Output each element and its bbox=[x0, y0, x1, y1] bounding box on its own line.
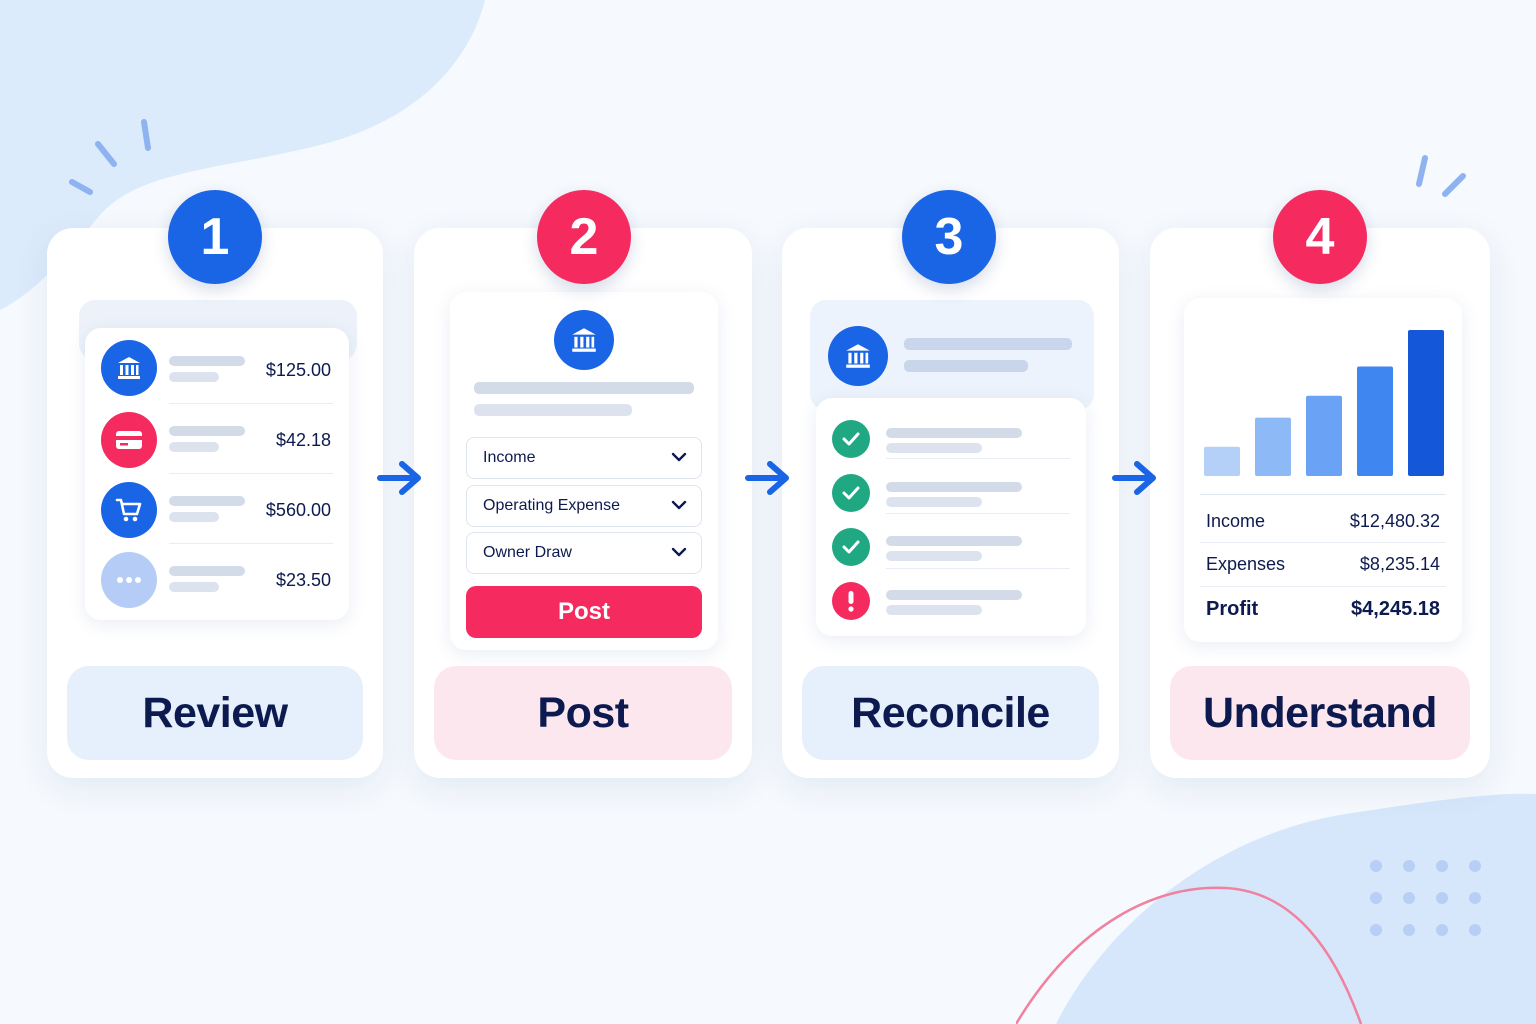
transaction-amount: $560.00 bbox=[265, 500, 331, 520]
chevron-down-icon bbox=[671, 452, 687, 462]
step-label-reconcile: Reconcile bbox=[802, 666, 1099, 760]
bar-chart bbox=[1204, 330, 1444, 476]
step-4-badge: 4 bbox=[1273, 190, 1367, 284]
categorize-form: Income Operating Expense Owner Draw Post bbox=[450, 292, 718, 650]
list-item[interactable] bbox=[816, 464, 1086, 518]
list-item[interactable] bbox=[816, 408, 1086, 462]
bank-icon bbox=[828, 326, 888, 386]
list-item[interactable]: $125.00 bbox=[85, 328, 349, 398]
background-blob-top-left bbox=[0, 0, 485, 310]
bank-account-header bbox=[810, 300, 1094, 410]
step-card-reconcile: Reconcile bbox=[782, 228, 1119, 778]
step-2-badge: 2 bbox=[537, 190, 631, 284]
reconcile-checklist bbox=[816, 398, 1086, 636]
list-item[interactable]: $42.18 bbox=[85, 400, 349, 470]
category-select-operating-expense[interactable]: Operating Expense bbox=[466, 485, 702, 527]
bank-icon bbox=[101, 340, 157, 396]
chart-bar-1 bbox=[1204, 446, 1240, 476]
list-item[interactable] bbox=[816, 518, 1086, 572]
check-icon bbox=[832, 420, 870, 458]
summary-row-income: Income$12,480.32 bbox=[1206, 511, 1440, 531]
chevron-down-icon bbox=[671, 500, 687, 510]
step-label-post: Post bbox=[434, 666, 732, 760]
arrow-right-icon bbox=[745, 461, 789, 495]
transaction-list: $125.00 $42.18 $560.00 bbox=[85, 328, 349, 620]
dot-grid-decoration bbox=[1370, 860, 1490, 940]
summary-row-expenses: Expenses$8,235.14 bbox=[1206, 554, 1440, 574]
transaction-amount: $42.18 bbox=[275, 430, 331, 450]
category-select-owner-draw[interactable]: Owner Draw bbox=[466, 532, 702, 574]
arrow-right-icon bbox=[377, 461, 421, 495]
financial-summary: Income$12,480.32 Expenses$8,235.14 Profi… bbox=[1184, 298, 1462, 642]
step-card-understand: Income$12,480.32 Expenses$8,235.14 Profi… bbox=[1150, 228, 1490, 778]
chart-bar-5 bbox=[1408, 330, 1444, 476]
check-icon bbox=[832, 528, 870, 566]
alert-icon bbox=[832, 582, 870, 620]
more-icon bbox=[101, 552, 157, 608]
chevron-down-icon bbox=[671, 547, 687, 557]
step-label-understand: Understand bbox=[1170, 666, 1470, 760]
category-select-income[interactable]: Income bbox=[466, 437, 702, 479]
step-label-review: Review bbox=[67, 666, 363, 760]
transaction-amount: $23.50 bbox=[275, 570, 331, 590]
transaction-amount: $125.00 bbox=[265, 360, 331, 380]
sparkle-lines-left-icon bbox=[69, 119, 151, 195]
arrow-right-icon bbox=[1112, 461, 1156, 495]
check-icon bbox=[832, 474, 870, 512]
sparkle-lines-right-icon bbox=[1416, 155, 1466, 197]
post-button[interactable]: Post bbox=[466, 586, 702, 638]
bank-icon bbox=[554, 310, 614, 370]
list-item[interactable]: $560.00 bbox=[85, 470, 349, 540]
summary-row-profit: Profit$4,245.18 bbox=[1206, 598, 1440, 620]
credit-card-icon bbox=[101, 412, 157, 468]
step-card-post: Income Operating Expense Owner Draw Post… bbox=[414, 228, 752, 778]
step-card-review: $125.00 $42.18 $560.00 bbox=[47, 228, 383, 778]
shopping-cart-icon bbox=[101, 482, 157, 538]
background-blob-bottom-right bbox=[1016, 793, 1536, 1024]
chart-bar-4 bbox=[1357, 366, 1393, 476]
list-item[interactable]: $23.50 bbox=[85, 540, 349, 610]
chart-bar-3 bbox=[1306, 395, 1342, 476]
list-item[interactable] bbox=[816, 574, 1086, 628]
step-1-badge: 1 bbox=[168, 190, 262, 284]
step-3-badge: 3 bbox=[902, 190, 996, 284]
chart-bar-2 bbox=[1255, 417, 1291, 476]
